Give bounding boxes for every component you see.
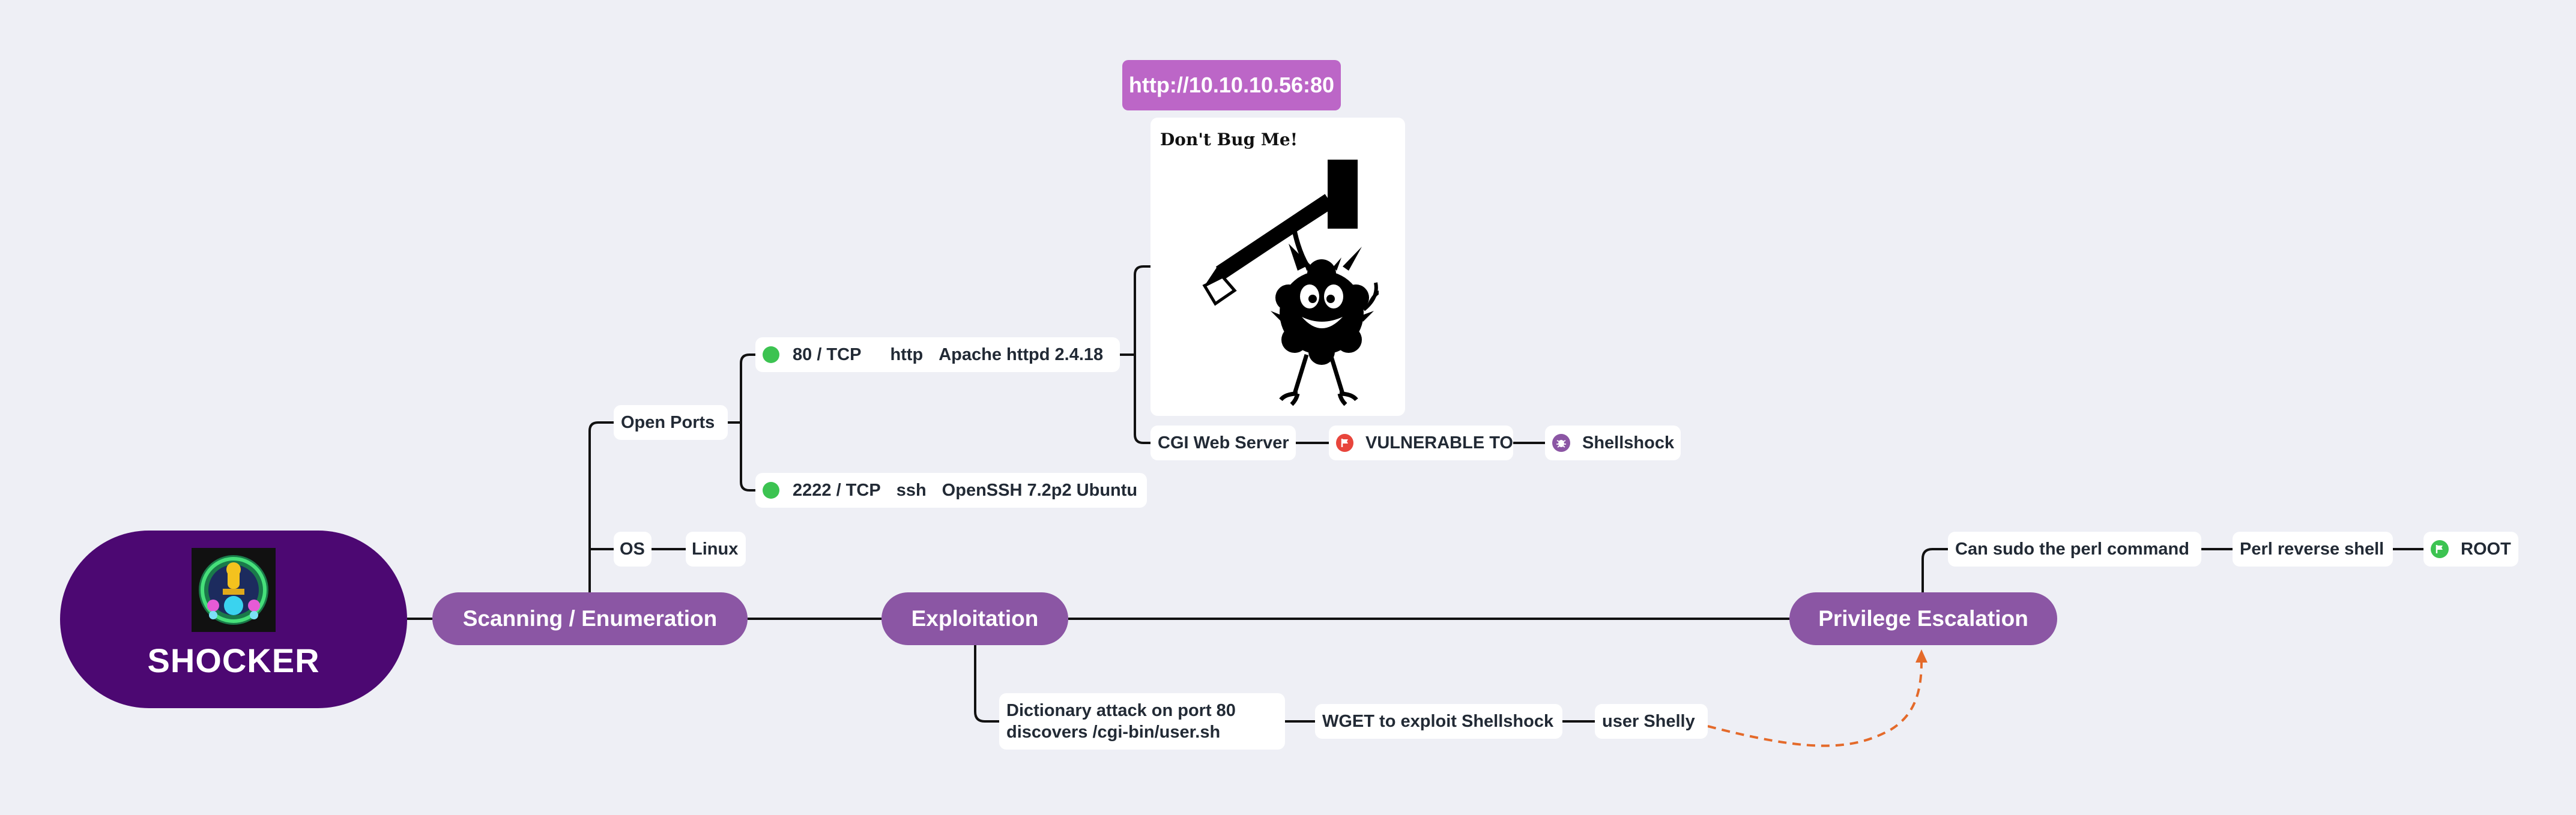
open-ports-node[interactable]: Open Ports [614,405,728,440]
branch-exploitation[interactable]: Exploitation [881,592,1068,645]
branch-scanning-enumeration[interactable]: Scanning / Enumeration [432,592,748,645]
sudo-label: Can sudo the perl command [1955,539,2189,559]
os-node[interactable]: OS [614,532,652,567]
port-number: 2222 / TCP [793,480,881,500]
dictionary-attack-node[interactable]: Dictionary attack on port 80 discovers /… [999,693,1285,750]
image-caption: Don't Bug Me! [1160,130,1298,149]
wget-node[interactable]: WGET to exploit Shellshock [1315,704,1562,739]
branch-privilege-escalation[interactable]: Privilege Escalation [1789,592,2057,645]
port-80-node[interactable]: 80 / TCP http Apache httpd 2.4.18 [755,337,1120,372]
shellshock-node[interactable]: Shellshock [1545,426,1681,460]
port-version: OpenSSH 7.2p2 Ubuntu [942,480,1138,500]
os-label: OS [620,539,645,559]
status-green-icon [763,346,779,363]
user-shelly-label: user Shelly [1602,711,1695,731]
cgi-label: CGI Web Server [1158,433,1289,453]
url-label[interactable]: http://10.10.10.56:80 [1122,60,1341,110]
reverse-shell-label: Perl reverse shell [2240,539,2384,559]
root-node[interactable]: ROOT [2423,532,2518,567]
status-green-icon [763,482,779,499]
green-flag-icon [2431,540,2449,558]
relationship-arrow [1707,661,1923,747]
htb-machine-avatar-icon [192,548,276,632]
root-node-shocker[interactable]: SHOCKER [60,531,407,708]
dictionary-line-2: discovers /cgi-bin/user.sh [1006,723,1221,742]
bug-icon [1552,434,1570,452]
vulnerable-to-node[interactable]: VULNERABLE TO [1329,426,1513,460]
root-title: SHOCKER [147,642,320,679]
website-screenshot: Don't Bug Me! [1150,118,1405,416]
shellshock-label: Shellshock [1582,433,1675,453]
vulnerable-label: VULNERABLE TO [1365,433,1513,453]
arrow-head-icon [1915,649,1927,663]
cgi-web-server-node[interactable]: CGI Web Server [1150,426,1296,460]
port-2222-node[interactable]: 2222 / TCP ssh OpenSSH 7.2p2 Ubuntu [755,473,1147,508]
port-number: 80 / TCP [793,344,862,364]
user-shelly-node[interactable]: user Shelly [1595,704,1708,739]
dictionary-line-1: Dictionary attack on port 80 [1006,701,1236,720]
wget-label: WGET to exploit Shellshock [1322,711,1554,731]
perl-reverse-shell-node[interactable]: Perl reverse shell [2233,532,2393,567]
sudo-perl-node[interactable]: Can sudo the perl command [1948,532,2201,567]
root-label: ROOT [2461,539,2511,559]
port-version: Apache httpd 2.4.18 [939,344,1104,364]
bug-hammer-illustration [1202,160,1379,406]
port-service: ssh [896,480,927,500]
os-value-node[interactable]: Linux [686,532,746,567]
open-ports-label: Open Ports [621,412,715,432]
port-service: http [890,344,924,364]
red-flag-icon [1336,434,1354,452]
os-value: Linux [692,539,739,559]
